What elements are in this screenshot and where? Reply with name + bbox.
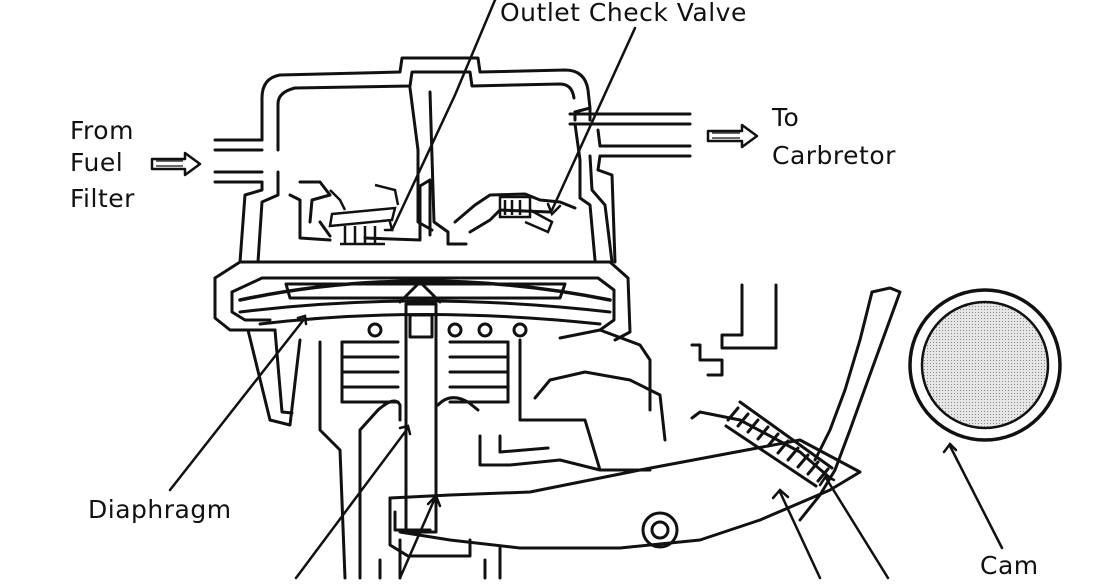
cam-label: Cam (980, 551, 1039, 580)
diaphragm-label: Diaphragm (88, 495, 232, 524)
return-spring (340, 340, 510, 404)
rocker-lever (798, 286, 902, 522)
cam-leader (948, 444, 1004, 550)
carburetor-label: Carbretor (772, 141, 896, 170)
cam (908, 288, 1062, 442)
diaphragm-leader (168, 316, 307, 492)
valve-body-left (238, 180, 264, 264)
rocker-spring (724, 400, 834, 488)
outlet-check-valve-label: Outlet Check Valve (500, 0, 747, 27)
outlet-arrow-icon (706, 123, 759, 149)
rocker-arm (378, 438, 862, 580)
fuel-label: Fuel (70, 148, 124, 177)
from-label: From (70, 116, 134, 145)
outlet-check-valve (498, 195, 554, 234)
inlet-check-valve (328, 183, 400, 246)
upper-housing-outer (278, 56, 592, 114)
to-label: To (772, 103, 800, 132)
inlet-arrow-icon (150, 151, 202, 177)
inlet-pipe (213, 128, 280, 184)
outlet-pipe (568, 112, 692, 158)
upper-housing-inner (293, 70, 576, 100)
lower-body (246, 328, 302, 427)
outlet-check-valve-leader (390, 0, 497, 232)
filter-label: Filter (70, 184, 135, 213)
diaphragm-flange-upper (213, 260, 632, 342)
